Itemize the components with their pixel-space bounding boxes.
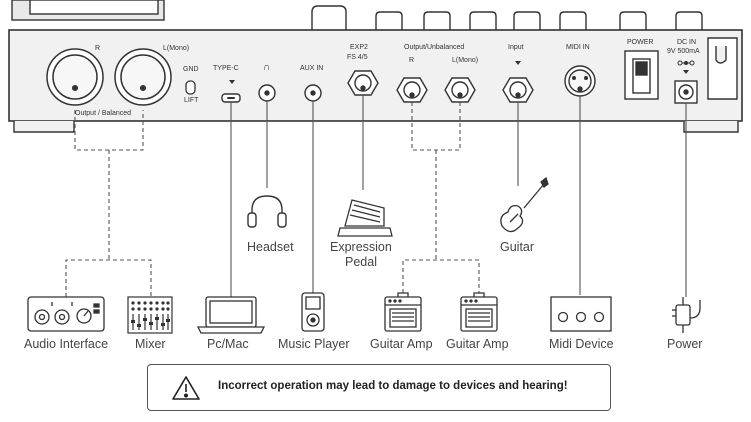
xlr-output-l	[114, 48, 172, 106]
connection-lines	[65, 95, 687, 297]
midi-in-label: MIDI IN	[566, 44, 590, 51]
mixer-label: Mixer	[135, 337, 166, 351]
dc-polarity-icon	[677, 60, 695, 66]
pc-mac-label: Pc/Mac	[207, 337, 249, 351]
exp2-jack	[347, 70, 379, 96]
input-label: Input	[508, 44, 524, 51]
output-balanced-label: Output / Balanced	[75, 110, 132, 117]
unbalanced-r-label: R	[409, 57, 415, 64]
exp2-label: EXP2	[350, 44, 368, 51]
power-label: POWER	[627, 39, 654, 46]
top-controls	[11, 0, 703, 30]
lift-label: LIFT	[184, 97, 199, 104]
headset-icon	[247, 195, 287, 228]
guitar-amp-icon	[460, 292, 498, 332]
headset-label: Headset	[247, 240, 294, 254]
unbalanced-out-r-jack	[396, 77, 428, 103]
laptop-icon	[196, 296, 266, 334]
guitar-icon	[500, 176, 549, 233]
warning-box	[147, 364, 611, 411]
dc-in-jack	[674, 80, 698, 104]
pedal-label: Pedal	[345, 255, 377, 269]
gnd-label: GND	[183, 66, 199, 73]
output-unbalanced-label: Output/Unbalanced	[404, 44, 465, 51]
aux-in-label: AUX IN	[300, 65, 324, 72]
music-player-icon	[301, 292, 325, 332]
gnd-lift-switch	[185, 80, 196, 95]
output-r-label: R	[95, 45, 101, 52]
warning-triangle-icon	[172, 376, 200, 400]
headphone-jack	[258, 84, 276, 102]
instrument-input-jack	[502, 77, 534, 103]
aux-in-jack	[304, 84, 322, 102]
cable-hook	[707, 37, 738, 100]
midi-device-label: Midi Device	[549, 337, 614, 351]
panel-foot-left	[13, 121, 75, 133]
music-player-label: Music Player	[278, 337, 350, 351]
power-adapter-label: Power	[667, 337, 703, 351]
power-switch	[624, 50, 659, 100]
xlr-output-r	[46, 48, 104, 106]
panel-foot-right	[683, 121, 739, 133]
warning-text: Incorrect operation may lead to damage t…	[218, 380, 568, 392]
type-c-label: TYPE-C	[213, 65, 239, 72]
mixer-icon	[127, 296, 173, 334]
guitar-amp-icon	[384, 292, 422, 332]
audio-interface-label: Audio Interface	[24, 337, 109, 351]
midi-in-port	[564, 65, 596, 97]
expression-pedal-icon	[337, 199, 393, 237]
guitar-amp-label-2: Guitar Amp	[446, 337, 509, 351]
guitar-label: Guitar	[500, 240, 535, 254]
power-adapter-icon	[672, 297, 701, 333]
headphone-label: ∩	[263, 62, 271, 73]
output-l-label: L(Mono)	[163, 45, 190, 52]
dc-in-label: DC IN	[677, 39, 697, 46]
guitar-amp-label-1: Guitar Amp	[370, 337, 433, 351]
unbalanced-l-label: L(Mono)	[452, 57, 479, 64]
expression-label: Expression	[330, 240, 392, 254]
unbalanced-out-l-jack	[444, 77, 476, 103]
fs45-label: FS 4/5	[347, 54, 368, 61]
audio-interface-icon	[27, 296, 105, 332]
dc-spec-label: 9V 500mA	[667, 48, 700, 55]
midi-device-icon	[550, 296, 612, 332]
